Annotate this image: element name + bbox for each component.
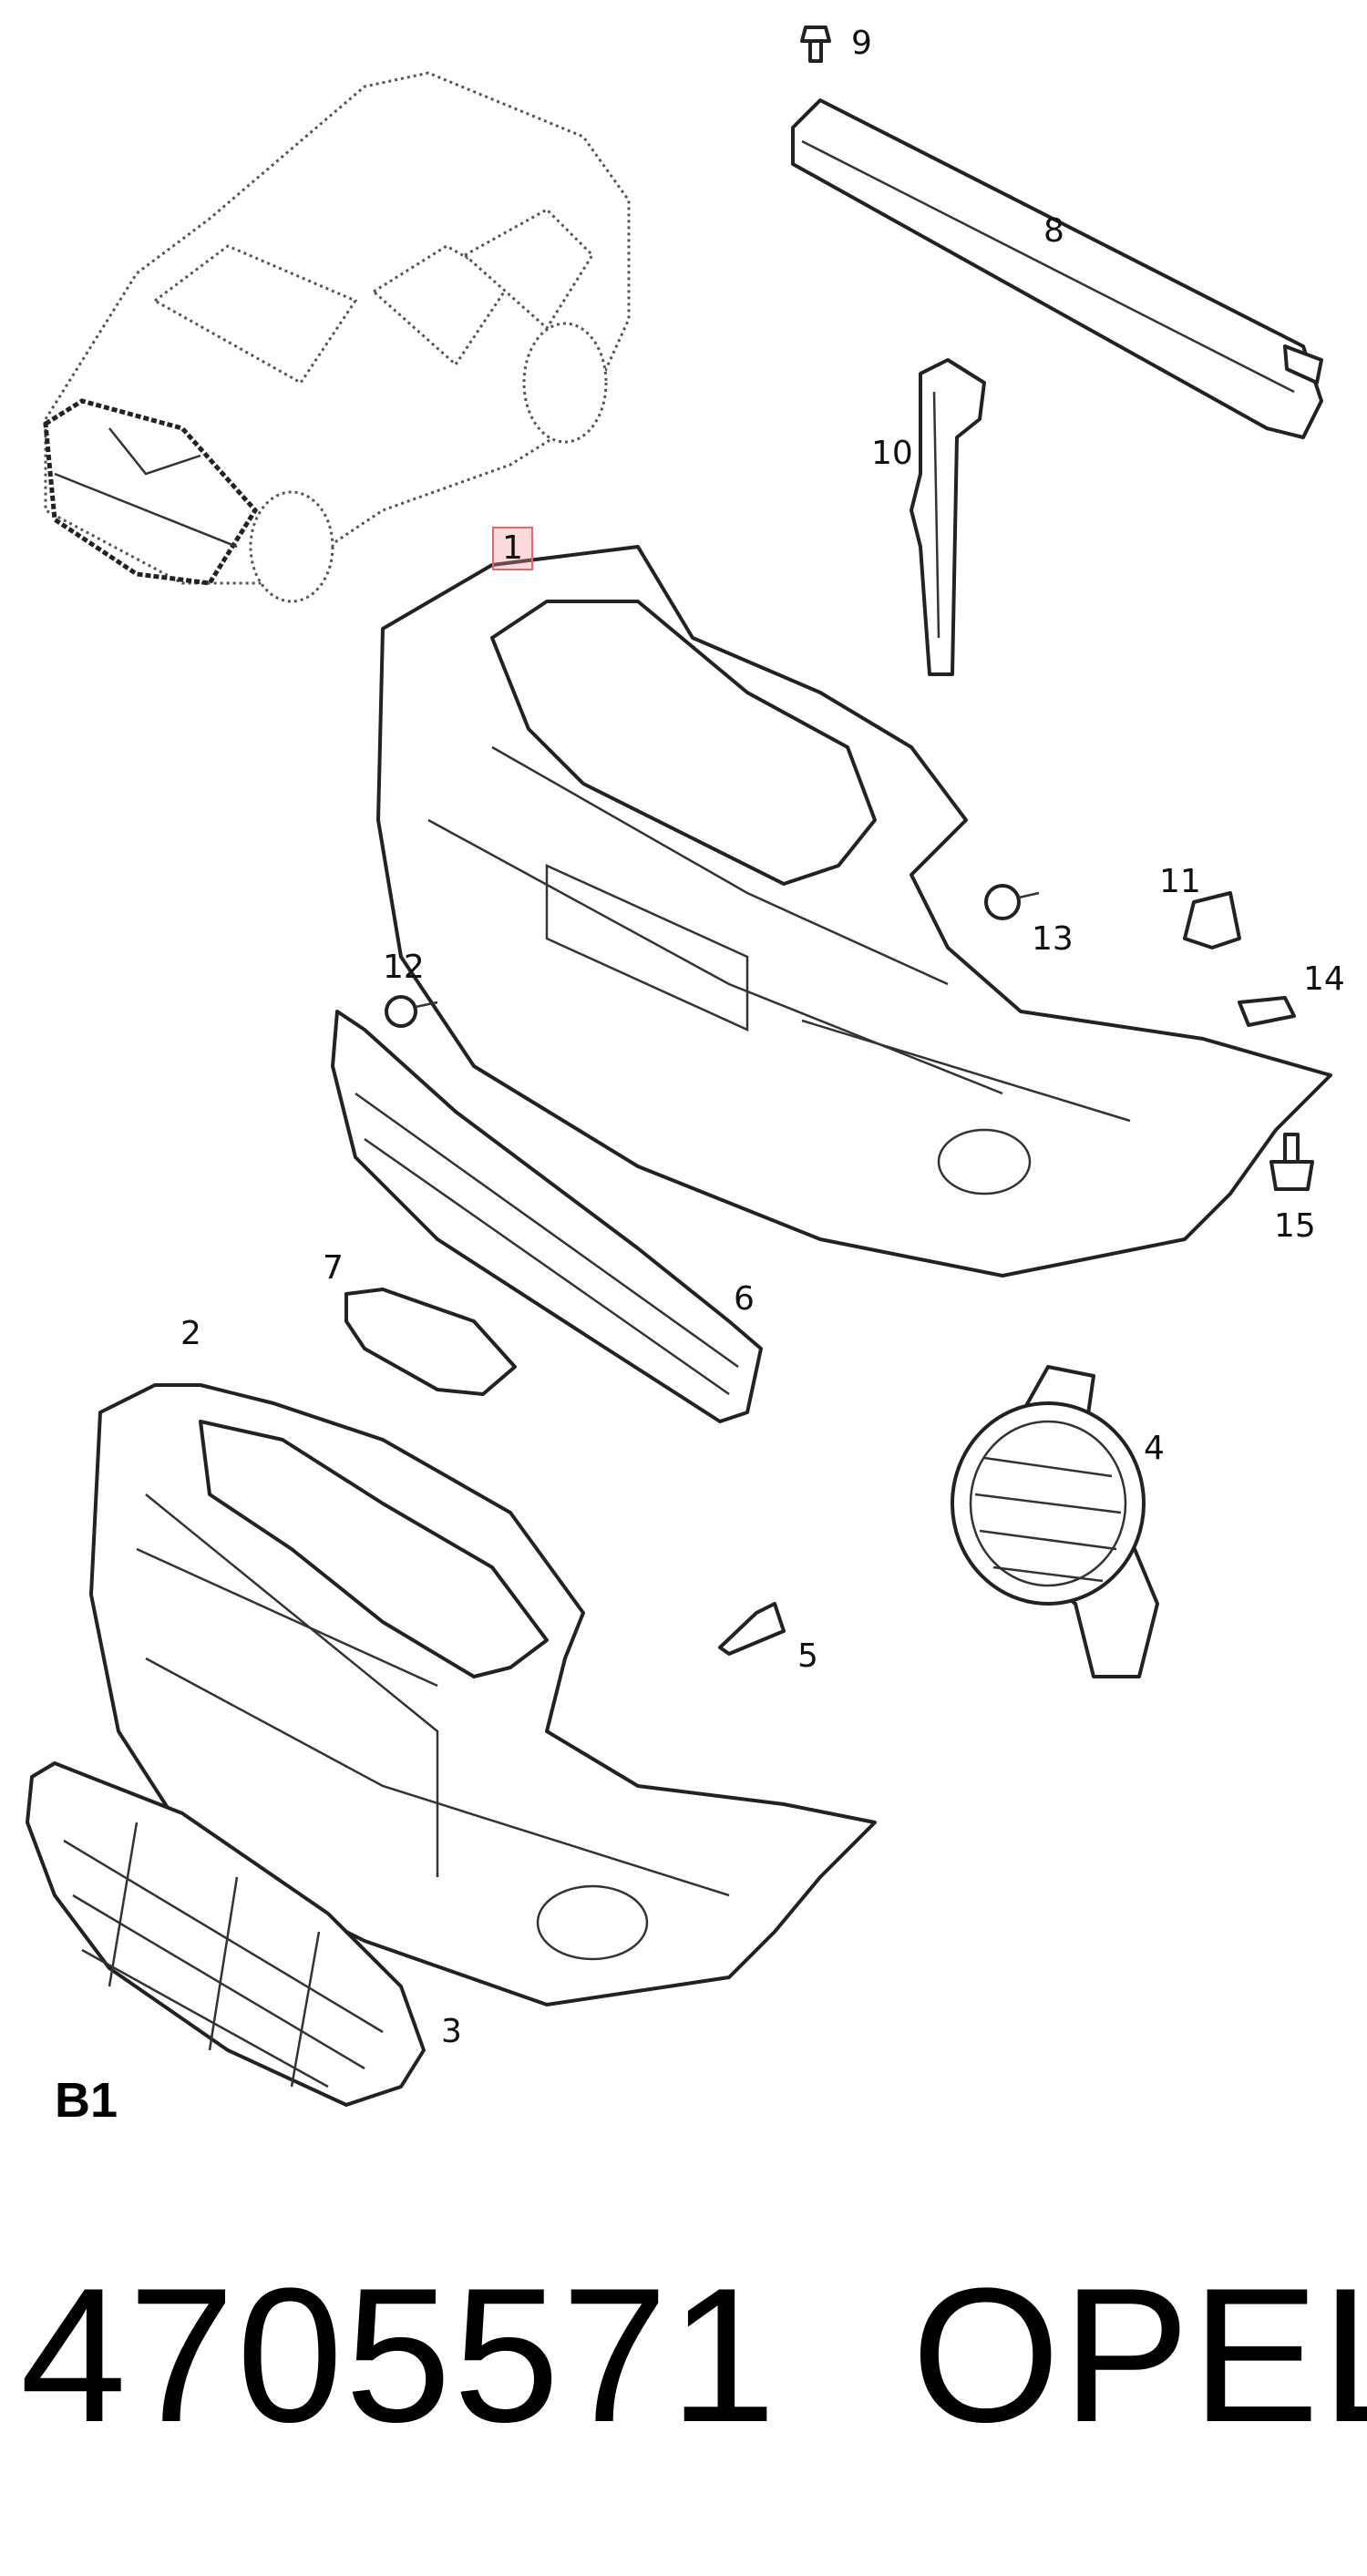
part-9-bolt xyxy=(800,26,831,63)
callout-14[interactable]: 14 xyxy=(1303,960,1345,998)
part-11-clip xyxy=(1183,891,1241,949)
part-14-nut xyxy=(1238,996,1296,1027)
callout-13[interactable]: 13 xyxy=(1032,920,1074,958)
callout-5[interactable]: 5 xyxy=(797,1637,818,1675)
part-4-round-cover xyxy=(951,1365,1159,1678)
part-13-clip xyxy=(984,884,1040,920)
brand-name: OPEL xyxy=(911,2248,1367,2462)
part-3-grille xyxy=(26,1761,426,2107)
part-10-bracket xyxy=(910,358,986,676)
part-5-screw xyxy=(718,1602,786,1656)
part-7-cover xyxy=(344,1288,517,1396)
part-2-lower-bumper xyxy=(89,1383,877,2006)
vehicle-overview xyxy=(43,71,631,603)
callout-8[interactable]: 8 xyxy=(1043,212,1064,250)
part-8-upper-reinforcement xyxy=(791,98,1323,439)
part-number: 4705571 xyxy=(20,2248,778,2462)
part-15-bolt xyxy=(1269,1133,1314,1191)
callout-15[interactable]: 15 xyxy=(1274,1207,1316,1245)
part-6-grille-frame xyxy=(331,1010,763,1423)
part-1-front-bumper xyxy=(376,545,1332,1278)
callout-7[interactable]: 7 xyxy=(323,1249,344,1287)
callout-10[interactable]: 10 xyxy=(871,435,913,472)
callout-6[interactable]: 6 xyxy=(734,1280,755,1318)
callout-12[interactable]: 12 xyxy=(383,949,425,986)
section-label: B1 xyxy=(55,2073,118,2128)
part-12-clip xyxy=(385,995,438,1028)
callout-1[interactable]: 1 xyxy=(492,527,533,570)
callout-2[interactable]: 2 xyxy=(180,1315,201,1352)
callout-9[interactable]: 9 xyxy=(851,25,872,62)
callout-3[interactable]: 3 xyxy=(441,2013,462,2050)
callout-4[interactable]: 4 xyxy=(1144,1430,1165,1467)
callout-11[interactable]: 11 xyxy=(1159,863,1201,900)
